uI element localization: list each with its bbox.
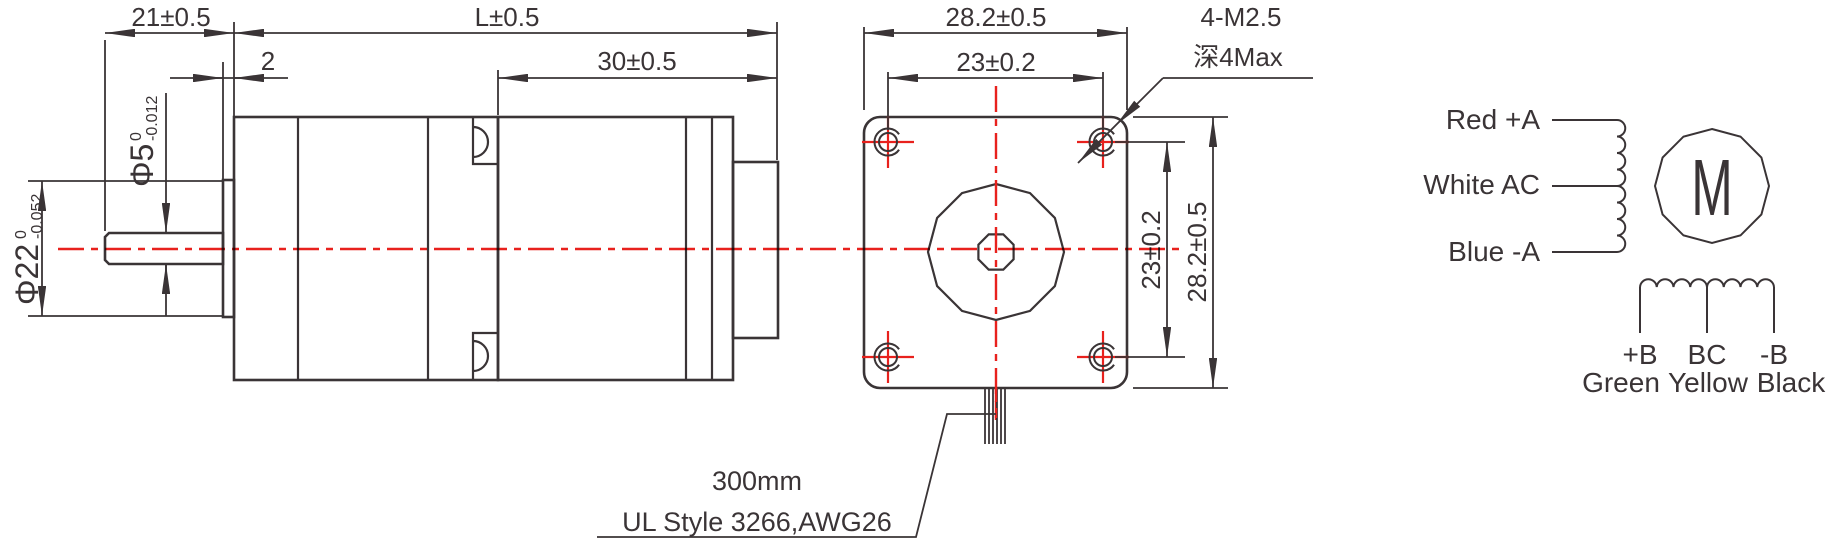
dim-height-right: 28.2±0.5	[1182, 201, 1212, 302]
wiring-diagram: Red +A White AC Blue -A M +B BC -B Green…	[1423, 104, 1826, 398]
svg-text:0: 0	[13, 230, 30, 239]
dim-boss-width: 2	[261, 46, 275, 76]
cable-note: 300mm UL Style 3266,AWG26	[597, 413, 996, 538]
color-yellow: Yellow	[1668, 367, 1749, 398]
extension-lines	[863, 27, 1228, 389]
front-view: 28.2±0.5 23±0.2 23±0.2 28.2±0.5 4-M2.5 深…	[597, 2, 1313, 538]
cable-spec: UL Style 3266,AWG26	[622, 507, 892, 537]
dimension-lines	[864, 28, 1218, 388]
svg-text:Φ22: Φ22	[9, 244, 45, 305]
pilot-circle	[926, 182, 1066, 322]
phase-b-coil	[1639, 278, 1775, 288]
dim-motor-length: 30±0.5	[597, 46, 676, 76]
lead-label-red: Red +A	[1446, 104, 1540, 135]
svg-text:Φ5: Φ5	[124, 144, 160, 187]
mount-screw-bottom	[471, 331, 498, 380]
mount-screw-top	[471, 117, 498, 166]
dim-boss-diameter: Φ22 0 -0.052	[9, 194, 46, 305]
lead-label-white: White AC	[1423, 169, 1540, 200]
cable-length: 300mm	[712, 466, 802, 496]
terminal-minus-b: -B	[1760, 339, 1788, 370]
phase-b-wires	[1639, 287, 1775, 333]
terminal-bc: BC	[1688, 339, 1727, 370]
dimension-lines	[37, 28, 777, 316]
color-black: Black	[1757, 367, 1826, 398]
dim-hole-spacing-top: 23±0.2	[956, 47, 1035, 77]
dim-shaft-protrusion: 21±0.5	[131, 2, 210, 32]
dim-shaft-diameter: Φ5 0 -0.012	[124, 96, 161, 187]
motor-circle	[1653, 127, 1771, 245]
screw-note-leader	[1077, 77, 1313, 164]
motor-symbol-letter: M	[1691, 144, 1732, 233]
lead-label-blue: Blue -A	[1448, 236, 1540, 267]
dim-total-length: L±0.5	[475, 2, 540, 32]
screw-note-line2: 深4Max	[1193, 42, 1283, 72]
terminal-plus-b: +B	[1622, 339, 1657, 370]
svg-text:-0.052: -0.052	[29, 194, 46, 239]
phase-a-coil	[1616, 119, 1627, 253]
color-green: Green	[1582, 367, 1660, 398]
screw-note-line1: 4-M2.5	[1201, 2, 1282, 32]
dim-width-top: 28.2±0.5	[945, 2, 1046, 32]
side-view: 21±0.5 L±0.5 2 30±0.5 Φ5 0 -0.012 Φ22 0 …	[9, 2, 780, 382]
svg-text:-0.012: -0.012	[144, 96, 161, 141]
svg-text:0: 0	[128, 132, 145, 141]
phase-a-wires	[1552, 119, 1617, 253]
